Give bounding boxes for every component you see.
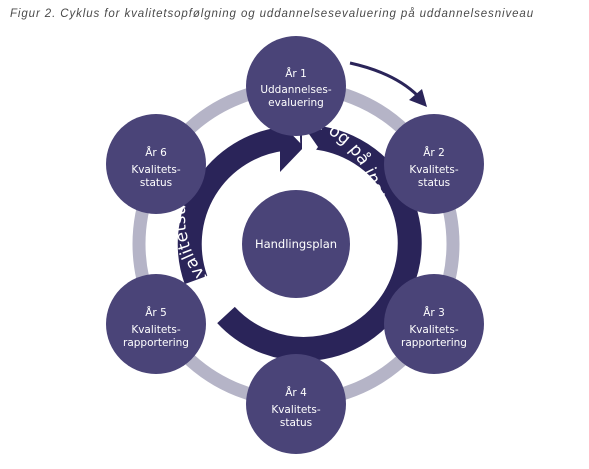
node-line-2: status: [280, 417, 312, 429]
center-label: Handlingsplan: [255, 237, 337, 251]
node-line-2: status: [140, 177, 172, 189]
node-year-3: År 3 Kvalitets- rapportering: [384, 274, 484, 374]
node-line-1: Kvalitets-: [409, 324, 459, 336]
node-year-label: År 1: [285, 67, 307, 80]
node-year-label: År 5: [145, 306, 167, 319]
node-year-label: År 6: [145, 146, 167, 159]
node-year-1: År 1 Uddannelses- evaluering: [246, 36, 346, 136]
node-line-1: Kvalitets-: [131, 324, 181, 336]
figure-caption: Figur 2. Cyklus for kvalitetsopfølgning …: [10, 8, 534, 20]
node-year-label: År 3: [423, 306, 445, 319]
node-year-5: År 5 Kvalitets- rapportering: [106, 274, 206, 374]
node-line-1: Kvalitets-: [271, 404, 321, 416]
node-year-label: År 4: [285, 386, 307, 399]
node-line-2: evaluering: [268, 97, 324, 109]
node-year-2: År 2 Kvalitets- status: [384, 114, 484, 214]
node-line-1: Kvalitets-: [131, 164, 181, 176]
node-year-4: År 4 Kvalitets- status: [246, 354, 346, 454]
node-line-1: Uddannelses-: [260, 84, 332, 96]
cycle-direction-arrowhead: [409, 89, 427, 107]
node-line-2: status: [418, 177, 450, 189]
node-year-6: År 6 Kvalitets- status: [106, 114, 206, 214]
cycle-direction-arrow: [349, 61, 420, 98]
node-line-2: rapportering: [123, 337, 189, 349]
node-year-label: År 2: [423, 146, 445, 159]
node-line-2: rapportering: [401, 337, 467, 349]
node-line-1: Kvalitets-: [409, 164, 459, 176]
center-circle: [242, 190, 350, 298]
